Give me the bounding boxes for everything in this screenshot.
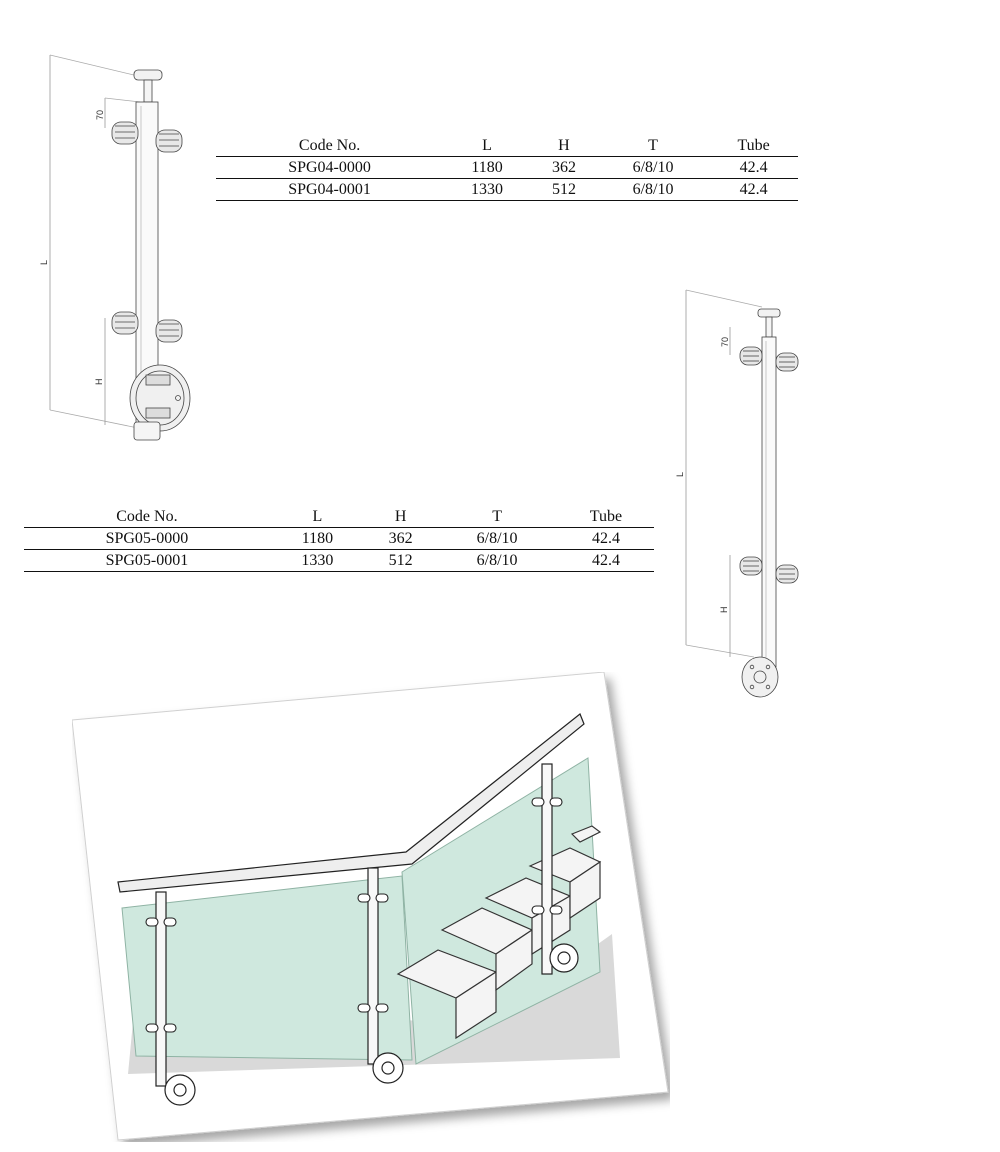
table-cell: SPG05-0001 xyxy=(24,549,270,572)
column-header-l: L xyxy=(269,506,365,528)
table-cell: SPG04-0001 xyxy=(216,178,444,201)
table-cell: 42.4 xyxy=(557,549,654,572)
column-header-t: T xyxy=(436,506,558,528)
table-cell: 42.4 xyxy=(557,527,654,550)
table-header-row: Code No. L H T Tube xyxy=(24,506,654,528)
column-header-tube: Tube xyxy=(709,135,798,157)
column-header-h: H xyxy=(364,506,437,528)
table-cell: 362 xyxy=(531,156,597,179)
column-header-t: T xyxy=(596,135,710,157)
column-header-l: L xyxy=(443,135,531,157)
drawing-1-dim-length: L xyxy=(39,260,49,265)
table-cell: 1330 xyxy=(443,178,531,201)
table-row: SPG05-0001 1330 512 6/8/10 42.4 xyxy=(24,549,654,572)
table-cell: 6/8/10 xyxy=(596,156,710,179)
table-cell: 1180 xyxy=(443,156,531,179)
post-drawing-floor-mount: 70 L H xyxy=(675,289,799,698)
column-header-h: H xyxy=(531,135,597,157)
column-header-tube: Tube xyxy=(557,506,654,528)
spec-table-spg05: Code No. L H T Tube SPG05-0000 1180 362 … xyxy=(24,506,654,572)
table-row: SPG04-0001 1330 512 6/8/10 42.4 xyxy=(216,178,798,201)
table-header-row: Code No. L H T Tube xyxy=(216,135,798,157)
drawing-1-dim-top: 70 xyxy=(95,110,105,120)
railing-staircase-illustration xyxy=(72,672,669,1141)
table-cell: 512 xyxy=(531,178,597,201)
table-row: SPG04-0000 1180 362 6/8/10 42.4 xyxy=(216,156,798,179)
table-row: SPG05-0000 1180 362 6/8/10 42.4 xyxy=(24,527,654,550)
table-cell: 6/8/10 xyxy=(436,527,558,550)
table-cell: 1180 xyxy=(269,527,365,550)
column-header-code: Code No. xyxy=(216,135,444,157)
table-cell: SPG04-0000 xyxy=(216,156,444,179)
column-header-code: Code No. xyxy=(24,506,270,528)
table-cell: 42.4 xyxy=(709,156,798,179)
drawing-1-dim-height: H xyxy=(94,379,104,386)
table-cell: 6/8/10 xyxy=(436,549,558,572)
table-cell: 362 xyxy=(364,527,437,550)
table-cell: 6/8/10 xyxy=(596,178,710,201)
spec-table-spg04: Code No. L H T Tube SPG04-0000 1180 362 … xyxy=(216,135,798,201)
table-cell: 512 xyxy=(364,549,437,572)
table-cell: 42.4 xyxy=(709,178,798,201)
drawing-2-dim-top: 70 xyxy=(720,337,730,347)
drawing-2-dim-length: L xyxy=(675,472,685,477)
drawing-2-dim-height: H xyxy=(719,607,729,614)
table-cell: 1330 xyxy=(269,549,365,572)
post-drawing-side-mount: 70 L H xyxy=(39,54,191,441)
table-cell: SPG05-0000 xyxy=(24,527,270,550)
